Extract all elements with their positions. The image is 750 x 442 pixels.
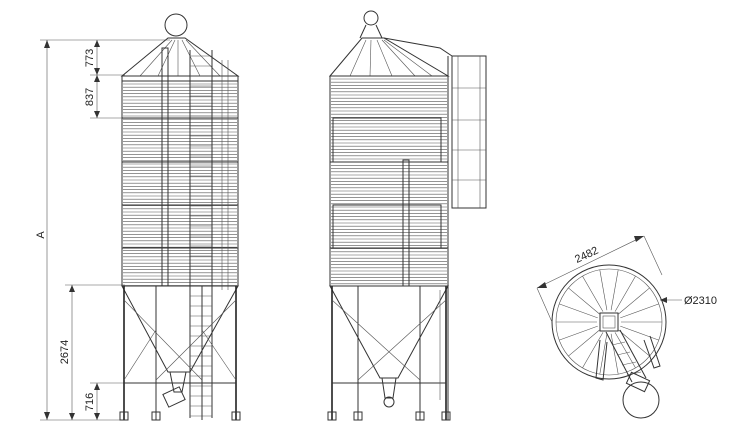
roof-rib — [617, 287, 650, 315]
roof-rib — [617, 329, 650, 357]
silo-side-view — [327, 10, 487, 421]
roof-rib — [610, 269, 619, 311]
roof-rib — [620, 325, 659, 341]
plan-ladder — [605, 329, 647, 383]
roof-rib — [582, 275, 604, 312]
side-ladder-cage — [447, 55, 487, 420]
front-wall-corrugations — [123, 83, 237, 286]
dimension-lines-left — [40, 39, 170, 421]
roof-rib — [568, 287, 601, 315]
roof-rib — [599, 333, 608, 375]
side-wall-corrugations — [331, 78, 447, 285]
roof-rib — [599, 269, 608, 311]
roof-rib — [614, 332, 636, 369]
roof-rib — [610, 333, 619, 375]
dim-roof-height: 773 — [84, 49, 96, 67]
dim-hopper-height: 2674 — [59, 340, 71, 364]
plan-roof-ribs — [556, 269, 662, 375]
dim-bin-width: 2482 — [573, 245, 600, 266]
roof-rib — [568, 329, 601, 357]
roof-rib — [614, 275, 636, 312]
dim-bin-diameter: Ø2310 — [684, 295, 717, 307]
roof-rib — [559, 303, 598, 319]
roof-rib — [620, 303, 659, 319]
silo-plan-view — [536, 235, 682, 419]
front-ladder — [189, 50, 213, 418]
dimension-labels-left: A 773 837 2674 716 — [35, 49, 96, 411]
dim-top-ring-height: 837 — [84, 88, 96, 106]
dim-overall-height: A — [35, 231, 47, 239]
roof-rib — [559, 325, 598, 341]
roof-rib — [582, 332, 604, 369]
dim-leg-clearance: 716 — [84, 393, 96, 411]
silo-front-view — [119, 13, 241, 421]
